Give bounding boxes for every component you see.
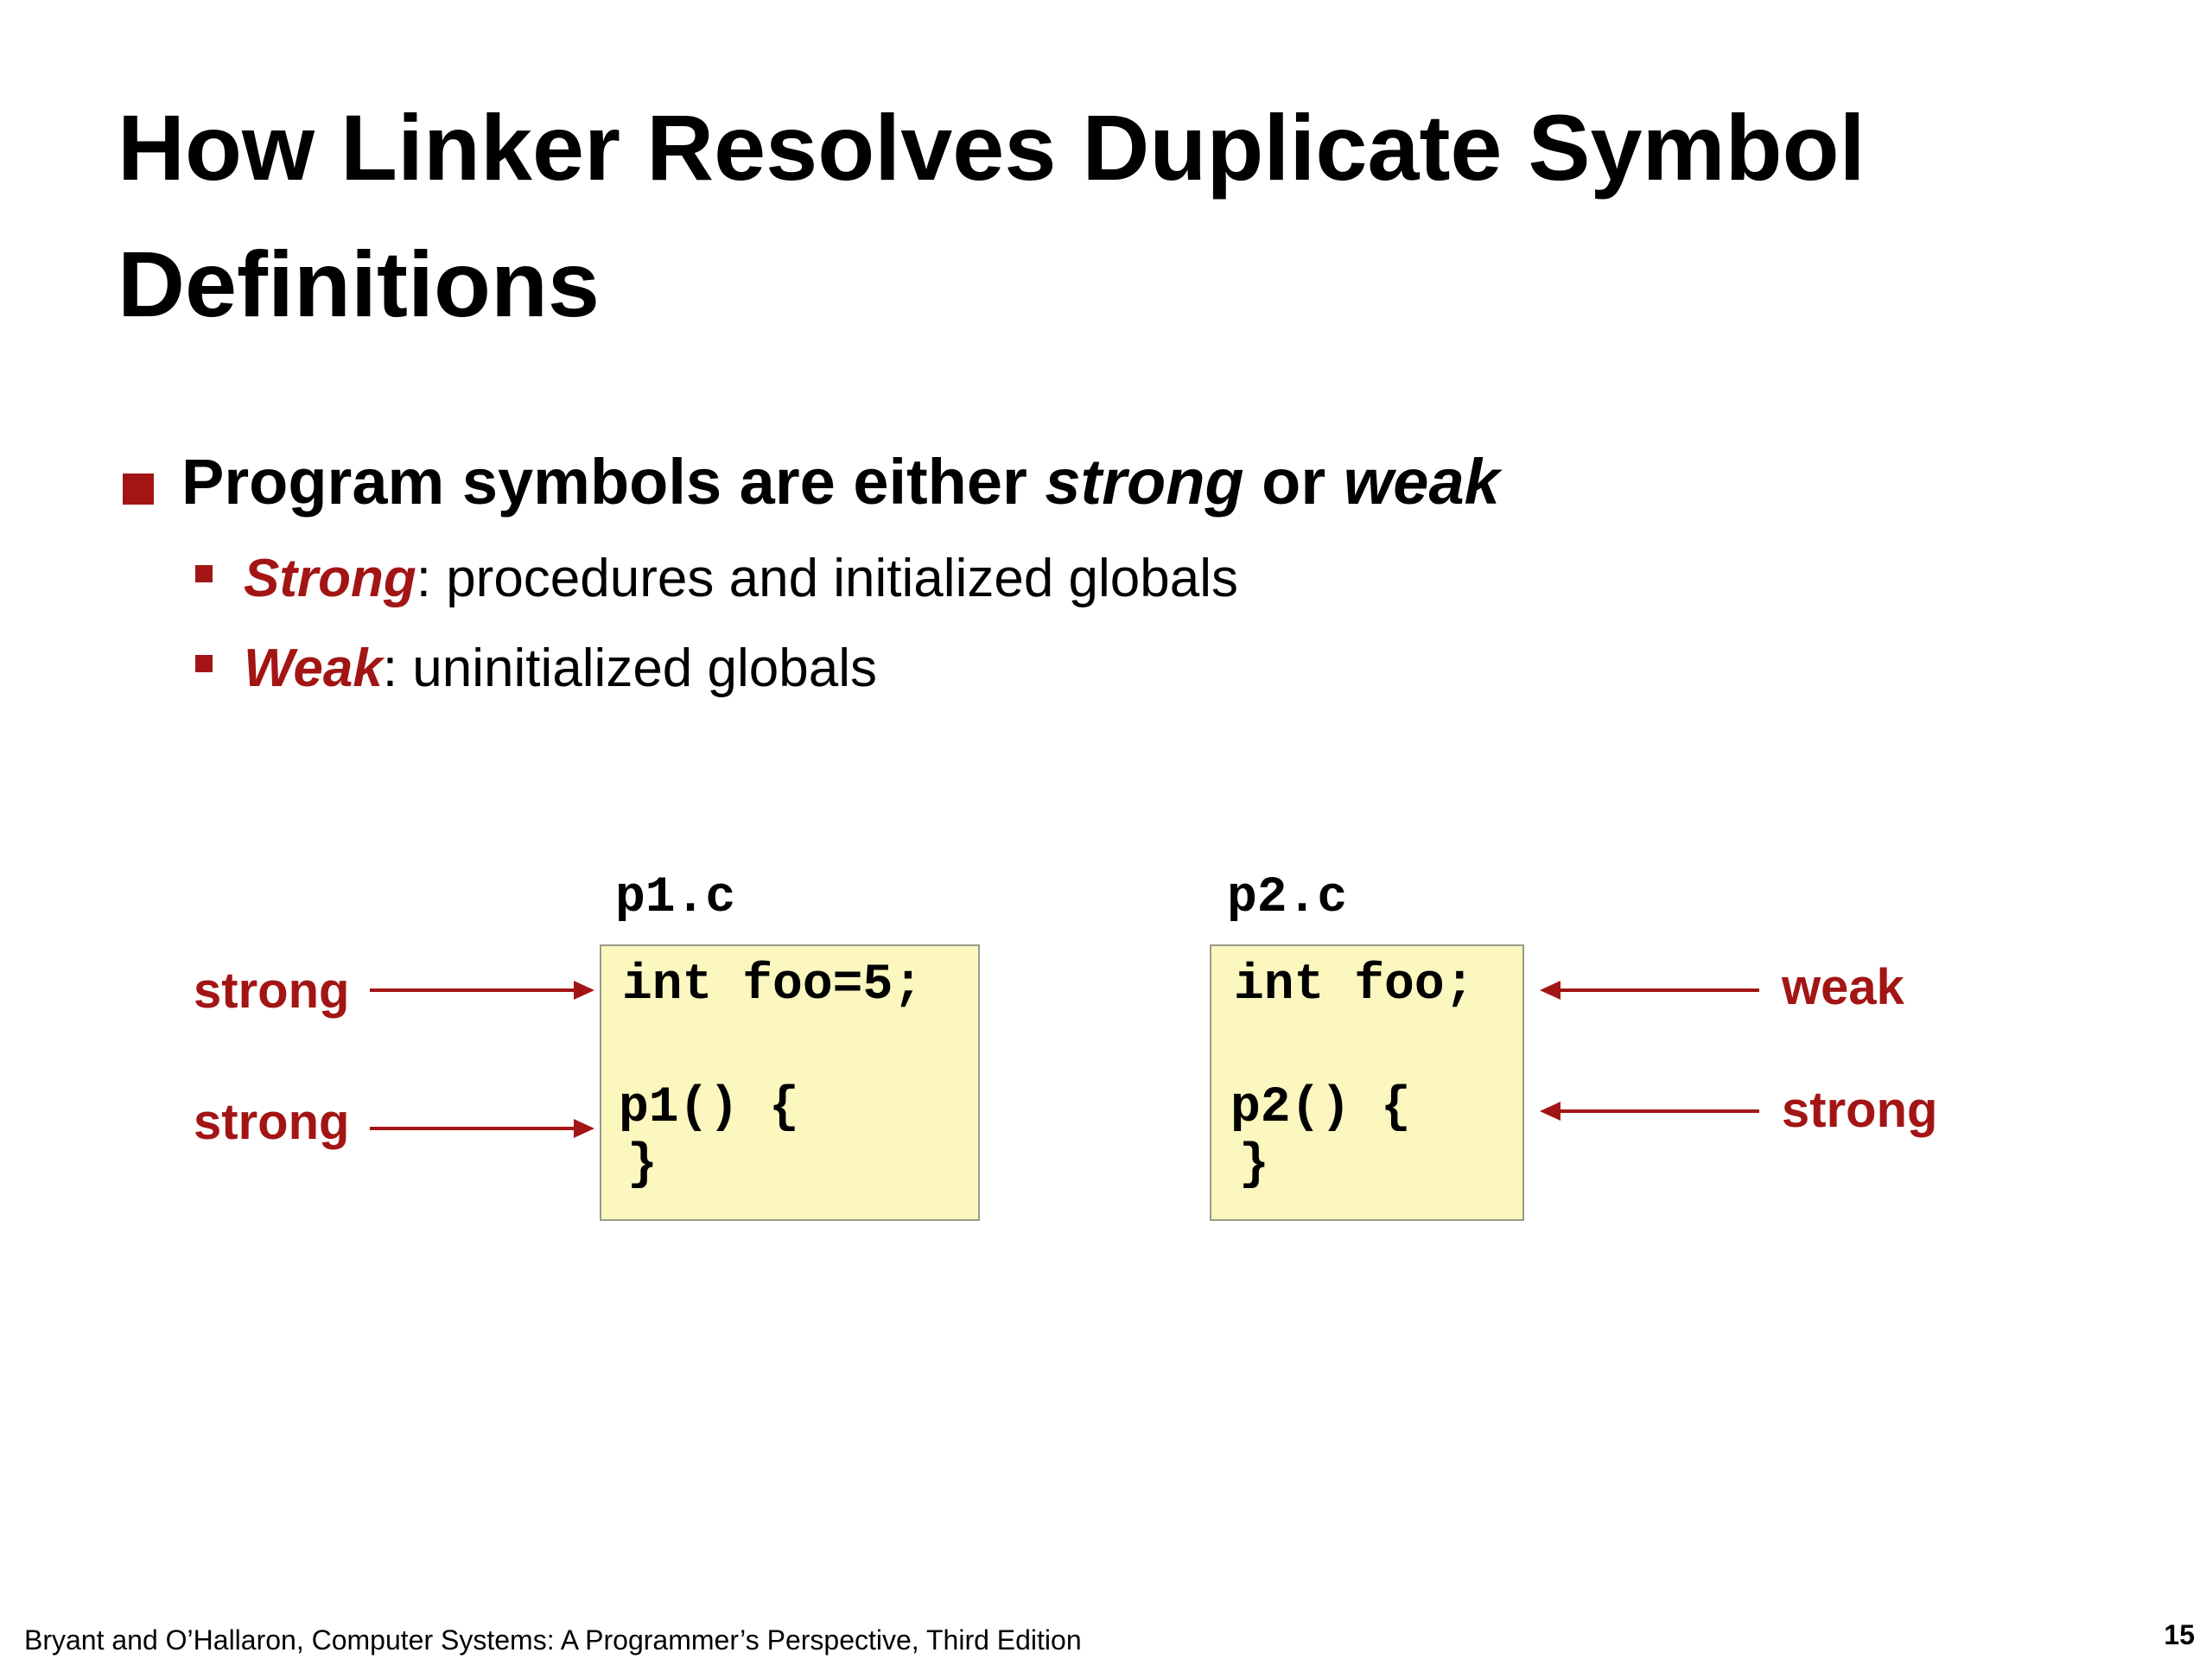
footer-citation: Bryant and O’Hallaron, Computer Systems:…: [24, 1624, 1082, 1656]
arrowhead-icon: [574, 1119, 594, 1138]
page-number: 15: [2164, 1619, 2195, 1650]
label-strong-p2: strong: [1782, 1082, 1938, 1138]
code-box-p2: int foo; p2() { }: [1210, 944, 1524, 1221]
emphasis-weak: weak: [1343, 446, 1500, 518]
code-box-p1: int foo=5; p1() { }: [600, 944, 980, 1221]
code-line-close-brace: }: [627, 1137, 658, 1193]
square-bullet-icon: [123, 474, 154, 505]
term-weak: Weak: [244, 639, 383, 698]
definition-strong: : procedures and initialized globals: [416, 549, 1239, 608]
code-line-p1-def: p1() {: [619, 1080, 799, 1136]
label-weak-foo-p2: weak: [1782, 959, 1904, 1015]
label-strong-foo-p1: strong: [194, 963, 350, 1019]
arrowhead-icon: [1540, 981, 1560, 1000]
code-line-p2-def: p2() {: [1230, 1080, 1411, 1136]
sub-bullet-icon: [195, 655, 213, 672]
file-name-p1: p1.c: [615, 870, 736, 926]
arrowhead-icon: [574, 981, 594, 1000]
arrowhead-icon: [1540, 1102, 1560, 1121]
term-strong: Strong: [244, 549, 416, 608]
label-strong-p1: strong: [194, 1094, 350, 1150]
sub-bullet-weak: Weak: uninitialized globals: [244, 630, 877, 708]
sub-bullet-icon: [195, 565, 213, 582]
bullet-text-middle: or: [1243, 446, 1344, 518]
definition-weak: : uninitialized globals: [382, 639, 877, 698]
bullet-symbols-strong-or-weak: Program symbols are either strong or wea…: [181, 439, 1500, 525]
emphasis-strong: strong: [1045, 446, 1244, 518]
code-line-int-foo: int foo;: [1234, 957, 1475, 1014]
code-line-int-foo-5: int foo=5;: [622, 957, 924, 1014]
sub-bullet-strong: Strong: procedures and initialized globa…: [244, 540, 1238, 618]
bullet-text-prefix: Program symbols are either: [181, 446, 1046, 518]
code-line-close-brace: }: [1239, 1137, 1269, 1193]
file-name-p2: p2.c: [1227, 870, 1348, 926]
slide-title: How Linker Resolves Duplicate Symbol Def…: [118, 95, 1866, 336]
